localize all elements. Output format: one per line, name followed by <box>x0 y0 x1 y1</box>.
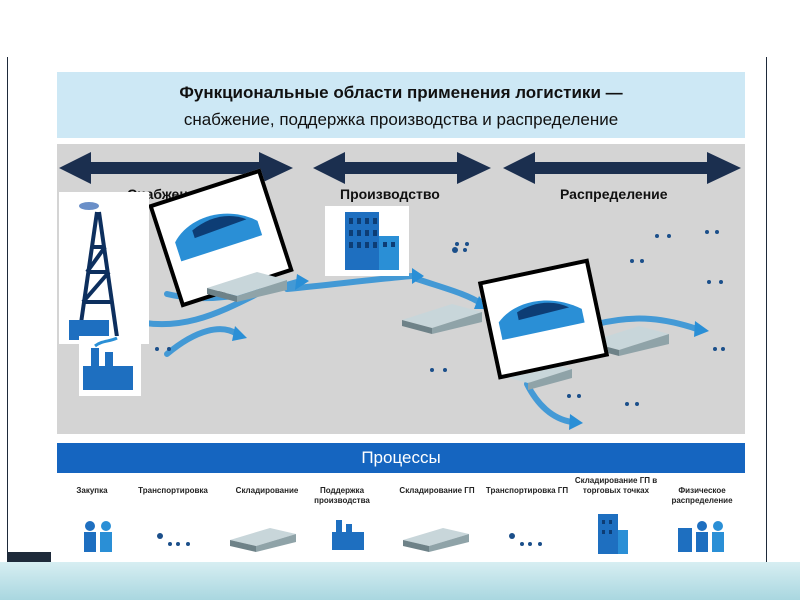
process-label: Закупка <box>76 486 108 495</box>
flow-arrowhead-1 <box>295 274 309 290</box>
flow-arrowhead-2 <box>412 268 424 284</box>
processes-header: Процессы <box>57 443 745 473</box>
truck-dot <box>465 242 469 246</box>
process-label: Поддержка производства <box>314 486 370 505</box>
truck-dot <box>167 347 171 351</box>
truck-dot <box>630 259 634 263</box>
process-label: Складирование <box>235 486 299 495</box>
truck-dot <box>455 242 459 246</box>
logistics-flow-diagram: Снабжение Производство Распределение <box>57 144 745 434</box>
title-box: Функциональные области применения логист… <box>57 72 745 138</box>
double-arrow-distribution <box>503 152 741 184</box>
truck-dot <box>707 280 711 284</box>
page-title: Функциональные области применения логист… <box>179 83 623 102</box>
warehouse-icon <box>402 304 482 334</box>
truck-dot <box>567 394 571 398</box>
truck-dot <box>452 247 458 253</box>
truck-icon <box>157 533 190 546</box>
process-label: Физическое распределение <box>671 486 733 505</box>
process-label: Транспортировка ГП <box>485 486 569 495</box>
flow-arrowhead-4 <box>694 321 709 337</box>
warehouse-icon <box>403 528 469 552</box>
truck-dot <box>715 230 719 234</box>
factory-icon <box>332 520 364 550</box>
building-icon <box>598 514 628 554</box>
truck-dot <box>155 347 159 351</box>
train-photo <box>477 258 610 380</box>
stage-label-distribution: Распределение <box>560 186 668 202</box>
truck-dot <box>577 394 581 398</box>
flow-arrowhead-5 <box>569 414 583 430</box>
train-body <box>498 300 585 340</box>
truck-dot <box>635 402 639 406</box>
truck-dot <box>719 280 723 284</box>
flow-arrowhead-6 <box>232 326 247 341</box>
truck-dot <box>640 259 644 263</box>
office-building-icon <box>325 206 409 276</box>
truck-dot <box>443 368 447 372</box>
double-arrow-supply <box>59 152 293 184</box>
slide-corner-bar <box>8 552 51 562</box>
warehouse-icon <box>207 272 287 302</box>
process-label: Складирование ГП <box>399 486 475 495</box>
slide-footer-band <box>0 562 800 600</box>
train-photo <box>148 168 294 308</box>
flow-arrow-6 <box>594 315 700 332</box>
truck-dot <box>667 234 671 238</box>
truck-dot <box>705 230 709 234</box>
warehouse-icon <box>230 528 296 552</box>
train-body <box>175 213 263 262</box>
truck-dot <box>713 347 717 351</box>
people-icon <box>84 521 112 552</box>
people-icon <box>678 521 724 552</box>
train-window-strip <box>192 216 247 239</box>
truck-icon <box>509 533 542 546</box>
truck-dot <box>463 248 467 252</box>
page-subtitle: снабжение, поддержка производства и расп… <box>183 110 619 129</box>
process-label: Складирование ГП в торговых точках <box>574 476 658 495</box>
stage-label-production: Производство <box>340 186 440 202</box>
oil-rig-icon <box>59 192 149 344</box>
factory-icon <box>79 336 141 396</box>
flow-arrow-3 <box>164 326 240 357</box>
process-label: Транспортировка <box>138 486 208 495</box>
truck-dot <box>721 347 725 351</box>
train-window-strip <box>517 302 570 321</box>
flow-arrow-4 <box>284 273 415 292</box>
double-arrow-production <box>313 152 491 184</box>
truck-dot <box>430 368 434 372</box>
truck-dot <box>625 402 629 406</box>
truck-dot <box>655 234 659 238</box>
